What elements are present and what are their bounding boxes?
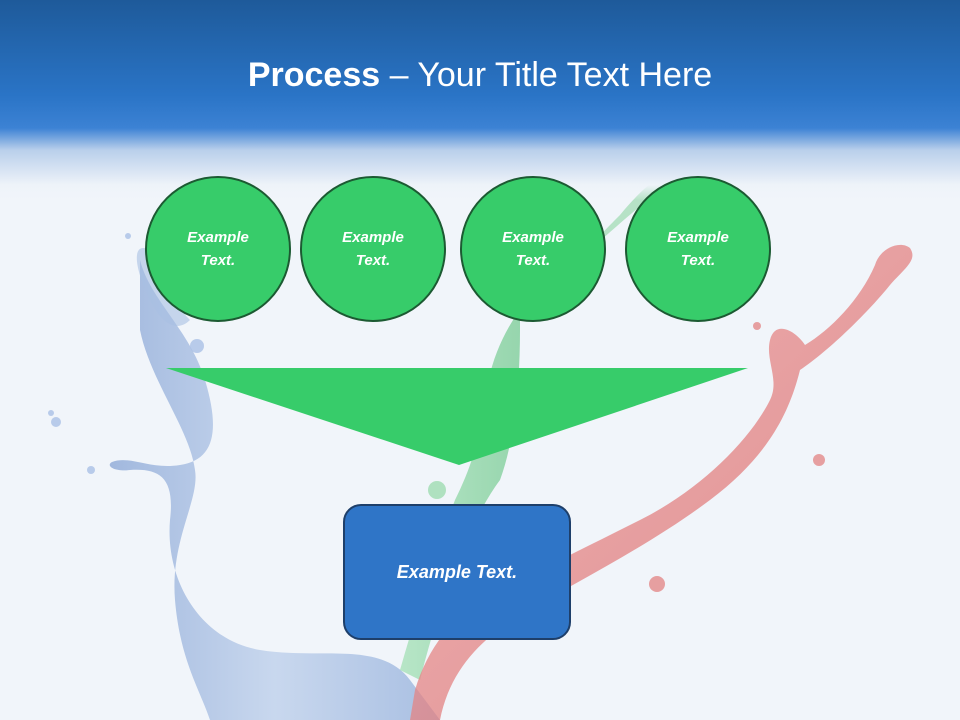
process-circle-4[interactable]: Example Text. xyxy=(625,176,771,322)
title-bar xyxy=(0,0,960,200)
slide-title: Process – Your Title Text Here xyxy=(0,52,960,98)
process-circle-3[interactable]: Example Text. xyxy=(460,176,606,322)
result-box[interactable]: Example Text. xyxy=(343,504,571,640)
title-strong: Process xyxy=(247,56,381,94)
process-circle-1-label: Example Text. xyxy=(187,229,249,269)
process-circle-3-label: Example Text. xyxy=(502,229,564,269)
process-circle-2-label: Example Text. xyxy=(342,229,404,269)
funnel-triangle xyxy=(166,368,748,465)
process-circle-2[interactable]: Example Text. xyxy=(300,176,446,322)
result-box-label: Example Text. xyxy=(396,561,518,582)
process-circle-1[interactable]: Example Text. xyxy=(145,176,291,322)
title-rest: Your Title Text Here xyxy=(417,56,713,94)
title-separator: – xyxy=(380,56,418,94)
process-circle-4-label: Example Text. xyxy=(667,229,729,269)
